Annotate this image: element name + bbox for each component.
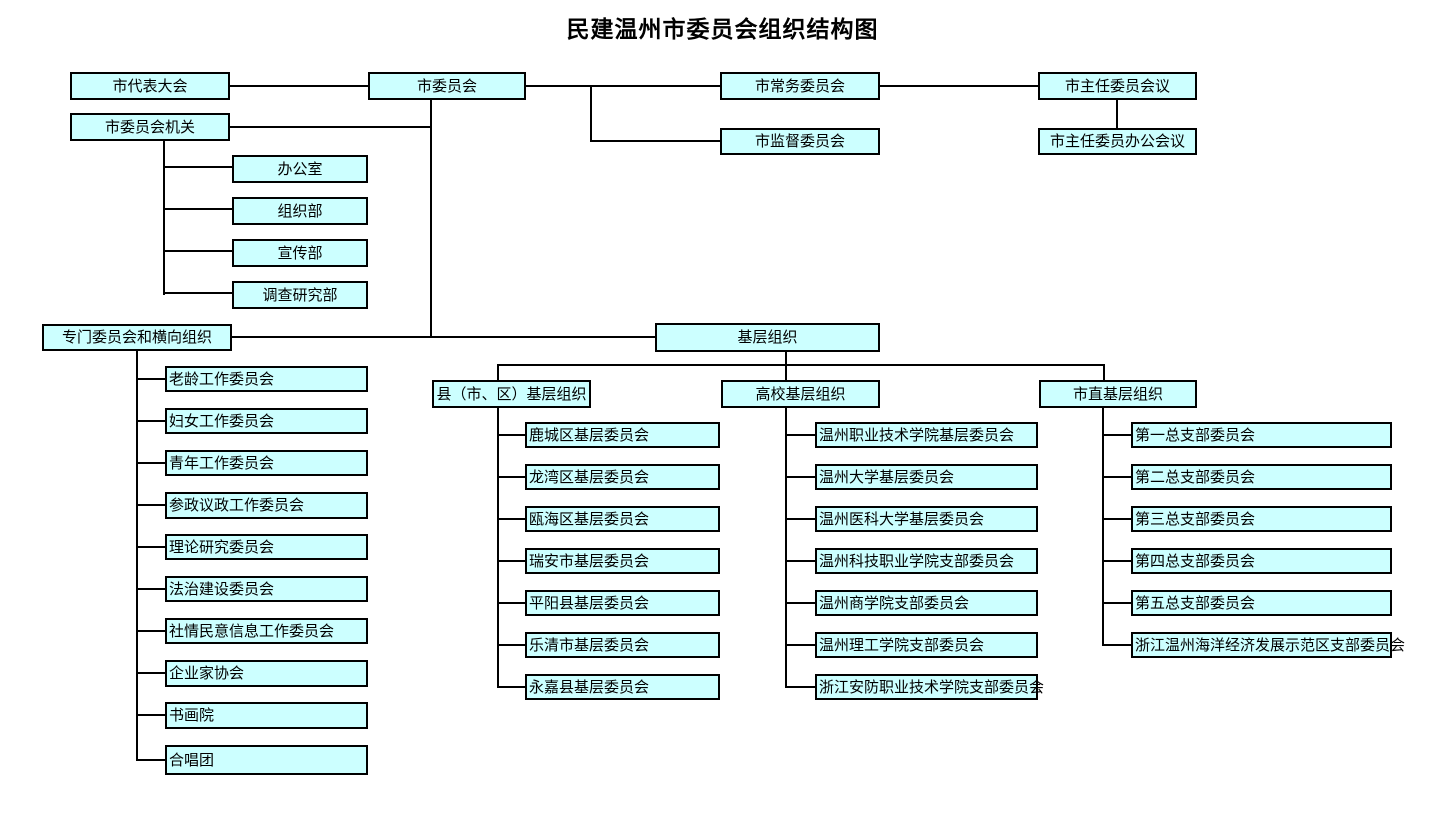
org-node-shi-daibiao-dahui: 市代表大会 [70,72,230,100]
org-node-bangongshi: 办公室 [232,155,368,183]
org-node-shi-changwu-weiyuanhui: 市常务委员会 [720,72,880,100]
org-node-shi-weiyuanhui: 市委员会 [368,72,526,100]
connector-line [232,336,655,338]
org-node-funv-gongzuo: 妇女工作委员会 [165,408,368,434]
connector-line [785,408,787,688]
connector-line [163,292,232,294]
connector-line [497,364,1105,366]
org-node-disi-zongzhibu: 第四总支部委员会 [1131,548,1392,574]
org-node-wenzhou-zhiye-jishu: 温州职业技术学院基层委员会 [815,422,1038,448]
org-node-shi-weiyuanhui-jiguan: 市委员会机关 [70,113,230,141]
connector-line [136,630,165,632]
org-node-longwan: 龙湾区基层委员会 [525,464,720,490]
org-node-qingnian-gongzuo: 青年工作委员会 [165,450,368,476]
connector-line [1102,408,1104,646]
org-node-canzheng-yizheng: 参政议政工作委员会 [165,492,368,519]
connector-line [497,686,525,688]
org-node-xian-jiceng-zuzhi: 县（市、区）基层组织 [432,380,591,408]
org-node-gaoxiao-jiceng-zuzhi: 高校基层组织 [721,380,880,408]
connector-line [1116,100,1118,128]
connector-line [136,672,165,674]
connector-line [785,560,815,562]
connector-line [1102,434,1131,436]
connector-line [1102,644,1131,646]
org-node-diyi-zongzhibu: 第一总支部委员会 [1131,422,1392,448]
org-node-dier-zongzhibu: 第二总支部委员会 [1131,464,1392,490]
connector-line [497,434,525,436]
org-node-xuanchuanbu: 宣传部 [232,239,368,267]
connector-line [163,250,232,252]
org-node-shuhuayuan: 书画院 [165,702,368,729]
connector-line [497,560,525,562]
org-node-fazhi-jianshe: 法治建设委员会 [165,576,368,602]
connector-line [136,588,165,590]
connector-line [136,378,165,380]
org-node-shi-jiandu-weiyuanhui: 市监督委员会 [720,128,880,155]
connector-line [1102,476,1131,478]
org-node-ouhai: 瓯海区基层委员会 [525,506,720,532]
connector-line [785,434,815,436]
connector-line [430,100,432,338]
org-node-disan-zongzhibu: 第三总支部委员会 [1131,506,1392,532]
org-node-wenzhou-ligong: 温州理工学院支部委员会 [815,632,1038,658]
org-node-shizhi-jiceng-zuzhi: 市直基层组织 [1039,380,1197,408]
org-node-zuzhibu: 组织部 [232,197,368,225]
org-node-zhuanmen-hengxiang: 专门委员会和横向组织 [42,324,232,351]
connector-line [497,602,525,604]
connector-line [1103,364,1105,380]
connector-line [785,644,815,646]
connector-line [1102,560,1131,562]
connector-line [1102,518,1131,520]
org-node-laoling-gongzuo: 老龄工作委员会 [165,366,368,392]
connector-line [230,126,432,128]
connector-line [136,462,165,464]
connector-line [497,476,525,478]
connector-line [880,85,1038,87]
connector-line [136,546,165,548]
org-node-shi-zhuren-weiyuan-bangong-huiyi: 市主任委员办公会议 [1038,128,1197,155]
connector-line [785,518,815,520]
connector-line [590,140,720,142]
org-node-qiyejia-xiehui: 企业家协会 [165,660,368,687]
org-node-lucheng: 鹿城区基层委员会 [525,422,720,448]
connector-line [136,351,138,761]
connector-line [136,759,165,761]
org-node-wenzhou-yike-daxue: 温州医科大学基层委员会 [815,506,1038,532]
connector-line [497,364,499,380]
org-node-haiyang-jingji: 浙江温州海洋经济发展示范区支部委员会 [1131,632,1405,658]
org-node-shi-zhuren-weiyuan-huiyi: 市主任委员会议 [1038,72,1197,100]
connector-line [136,504,165,506]
org-node-wenzhou-shangxueyuan: 温州商学院支部委员会 [815,590,1038,616]
connector-line [136,420,165,422]
org-node-yueqing: 乐清市基层委员会 [525,632,720,658]
org-node-yongjia: 永嘉县基层委员会 [525,674,720,700]
connector-line [497,408,499,688]
connector-line [163,141,165,295]
connector-line [497,644,525,646]
org-node-ruian: 瑞安市基层委员会 [525,548,720,574]
connector-line [1102,602,1131,604]
connector-line [230,85,368,87]
connector-line [590,85,592,141]
org-node-zhejiang-anfang: 浙江安防职业技术学院支部委员会 [815,674,1044,700]
connector-line [163,166,232,168]
org-node-hechangtuan: 合唱团 [165,745,368,775]
connector-line [526,85,720,87]
org-node-jiceng-zuzhi: 基层组织 [655,323,880,352]
connector-line [785,476,815,478]
org-node-sheqing-minyi: 社情民意信息工作委员会 [165,618,368,644]
connector-line [136,714,165,716]
org-node-lilun-yanjiu: 理论研究委员会 [165,534,368,560]
org-node-pingyang: 平阳县基层委员会 [525,590,720,616]
connector-line [163,208,232,210]
connector-line [785,686,815,688]
org-node-wenzhou-keji-zhiye: 温州科技职业学院支部委员会 [815,548,1038,574]
org-node-diaocha-yanjiubu: 调查研究部 [232,281,368,309]
org-node-wenzhou-daxue: 温州大学基层委员会 [815,464,1038,490]
connector-line [497,518,525,520]
chart-title: 民建温州市委员会组织结构图 [566,17,879,43]
connector-line [785,602,815,604]
connector-line [785,352,787,380]
org-node-diwu-zongzhibu: 第五总支部委员会 [1131,590,1392,616]
